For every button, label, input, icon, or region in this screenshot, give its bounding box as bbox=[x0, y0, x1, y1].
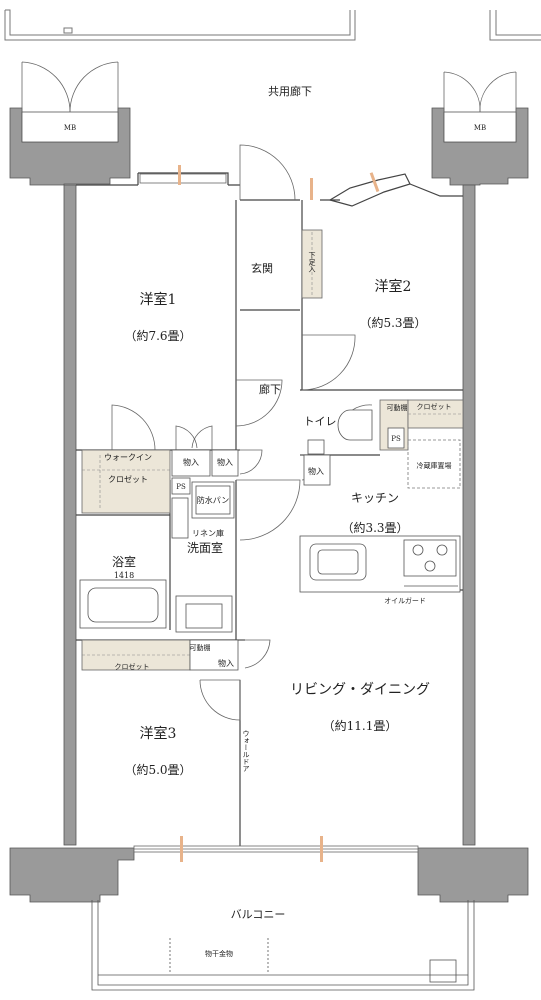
mb-doors bbox=[21, 61, 517, 113]
western2-size: （約5.3畳） bbox=[359, 315, 426, 330]
door-swings bbox=[111, 144, 373, 721]
entrance-label: 玄関 bbox=[251, 261, 273, 275]
walk-in-closet-label-1: ウォークイン bbox=[104, 453, 152, 462]
kitchen-name: キッチン bbox=[351, 491, 399, 505]
ps-label-2: PS bbox=[391, 435, 401, 443]
neighbor-outline bbox=[4, 9, 541, 41]
movable-shelf-label-1: 可動棚 bbox=[387, 403, 408, 412]
bath-name: 浴室 bbox=[112, 554, 136, 569]
washroom-label: 洗面室 bbox=[187, 540, 223, 555]
walk-in-closet-label-2: クロゼット bbox=[108, 474, 148, 484]
closet-label-2: クロゼット bbox=[417, 402, 452, 411]
ps-label-1: PS bbox=[176, 483, 186, 491]
kitchen-size: （約3.3畳） bbox=[341, 520, 408, 535]
western1-size: （約7.6畳） bbox=[124, 328, 191, 343]
washroom-fixtures bbox=[171, 481, 235, 633]
structural-walls bbox=[9, 107, 529, 903]
storage-label-4: 物入 bbox=[218, 658, 234, 668]
balcony-outline bbox=[91, 900, 475, 991]
closet-label-3: クロゼット bbox=[115, 662, 150, 671]
corridor-label: 廊下 bbox=[259, 382, 281, 396]
mb-right-label: MB bbox=[474, 124, 486, 132]
oil-guard-label: オイルガード bbox=[384, 596, 426, 605]
fridge-space bbox=[407, 439, 461, 489]
bath-size: 1418 bbox=[114, 571, 134, 580]
mb-right: MB bbox=[443, 111, 517, 143]
fridge-label: 冷蔵庫置場 bbox=[417, 461, 452, 470]
waterproof-pan-label: 防水パン bbox=[197, 495, 229, 505]
western3-size: （約5.0畳） bbox=[124, 762, 191, 777]
western1-name: 洋室1 bbox=[140, 291, 177, 308]
bath-tub bbox=[79, 579, 167, 629]
storage-label-3: 物入 bbox=[308, 466, 324, 476]
balcony-label: バルコニー bbox=[231, 908, 286, 921]
movable-shelf-label-2: 可動棚 bbox=[190, 643, 211, 652]
common-corridor-label: 共用廊下 bbox=[268, 84, 312, 98]
mb-left-label: MB bbox=[64, 124, 76, 132]
toilet-fixture bbox=[307, 409, 373, 455]
toilet-label: トイレ bbox=[304, 415, 337, 428]
closet-rails bbox=[82, 232, 463, 656]
vent-markers bbox=[178, 165, 380, 862]
linen-label: リネン庫 bbox=[192, 528, 224, 538]
mb-left: MB bbox=[21, 111, 119, 143]
laundry-fitting-label: 物干金物 bbox=[205, 949, 233, 958]
living-size: （約11.1畳） bbox=[323, 718, 398, 733]
storage-boxes bbox=[171, 427, 405, 671]
western3-name: 洋室3 bbox=[140, 725, 177, 742]
living-name: リビング・ダイニング bbox=[290, 682, 430, 698]
kitchen-counter bbox=[299, 535, 461, 593]
shoe-box-label: 下足入 bbox=[308, 252, 316, 273]
storage-label-2: 物入 bbox=[217, 457, 233, 467]
storage-label-1: 物入 bbox=[183, 457, 199, 467]
wall-door-label: ウォールドア bbox=[242, 730, 250, 772]
western2-name: 洋室2 bbox=[375, 278, 412, 295]
